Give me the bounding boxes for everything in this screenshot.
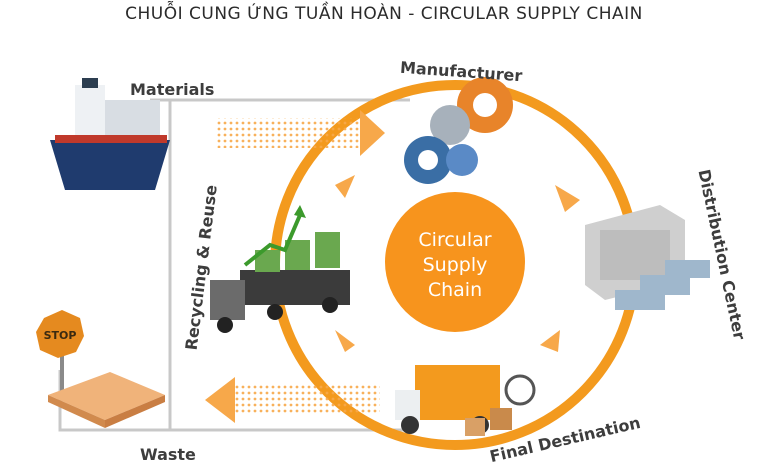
cargo-ship-icon: [50, 78, 170, 190]
stop-sign-text: STOP: [44, 329, 77, 342]
center-line-3: Chain: [427, 279, 483, 301]
stop-sign-icon: STOP: [36, 310, 84, 395]
flow-arrow-materials: [215, 110, 385, 156]
center-circle: [385, 192, 525, 332]
label-materials: Materials: [130, 80, 215, 99]
center-label: Circular Supply Chain: [385, 228, 525, 303]
center-line-2: Supply: [422, 254, 488, 276]
gears-workers-icon: [404, 77, 513, 184]
flow-arrow-small: [335, 175, 580, 352]
page-title: CHUỖI CUNG ỨNG TUẦN HOÀN - CIRCULAR SUPP…: [125, 4, 643, 24]
flow-arrow-waste: [205, 377, 380, 423]
label-waste: Waste: [140, 445, 196, 464]
center-line-1: Circular: [418, 229, 492, 251]
truck-money-growth-icon: [210, 205, 350, 333]
delivery-truck-boxes-icon: [395, 365, 536, 436]
wooden-pallet-icon: [48, 372, 165, 428]
warehouse-trucks-icon: [585, 205, 710, 310]
